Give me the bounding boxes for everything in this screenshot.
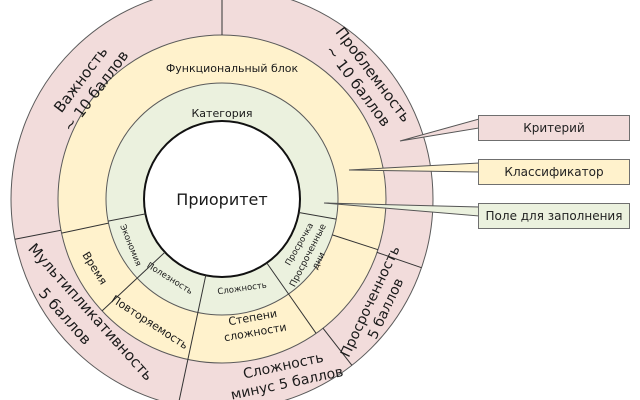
- legend-classifier: Классификатор: [478, 159, 630, 185]
- center-circle: [143, 120, 301, 278]
- divider-time-repeatability: [101, 277, 138, 312]
- dividers-layer: [14, 0, 422, 400]
- legend-classifier-label: Классификатор: [504, 165, 604, 179]
- divider-overdue-days-block: [332, 234, 379, 251]
- divider-category-economy: [108, 213, 146, 222]
- divider-block-time: [61, 222, 109, 234]
- divider-economy-usefulness: [136, 251, 166, 279]
- rings-layer: [10, 0, 434, 400]
- divider-usefulness-complexity: [197, 275, 207, 313]
- divider-complexity-overdue-field: [266, 262, 289, 295]
- divider-multiplicative-complexity: [178, 359, 189, 400]
- center-label: Приоритет: [176, 190, 267, 209]
- divider-overdue-problem: [376, 251, 422, 269]
- field-ring-label: Категория: [192, 107, 253, 120]
- legend-criterion: Критерий: [478, 115, 630, 141]
- divider-importance-multiplicative: [14, 229, 62, 240]
- legend-field-label: Поле для заполнения: [485, 209, 623, 223]
- divider-levels-overdue-days: [288, 293, 317, 334]
- classifier-ring-label: Функциональный блок: [166, 62, 299, 75]
- legend-field: Поле для заполнения: [478, 203, 630, 229]
- divider-complexity-overdue: [322, 327, 353, 366]
- divider-repeatability-levels: [187, 312, 199, 360]
- divider-overdue-category: [298, 212, 337, 220]
- legend-pointers: [323, 118, 480, 217]
- legend-criterion-label: Критерий: [523, 121, 585, 135]
